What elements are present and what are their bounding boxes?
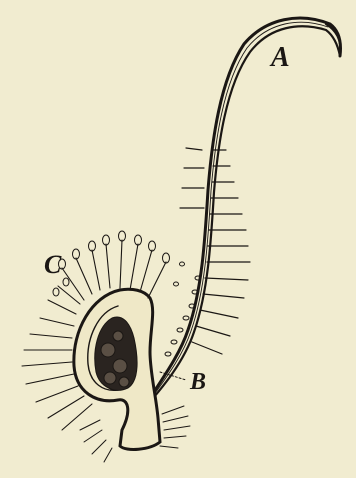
stalk-outer-right: [148, 26, 340, 404]
label-c: C: [44, 252, 61, 278]
gland-heads: [53, 231, 170, 296]
stalk-outer-left: [144, 18, 341, 408]
label-b: B: [190, 370, 206, 394]
label-a: A: [271, 44, 290, 72]
